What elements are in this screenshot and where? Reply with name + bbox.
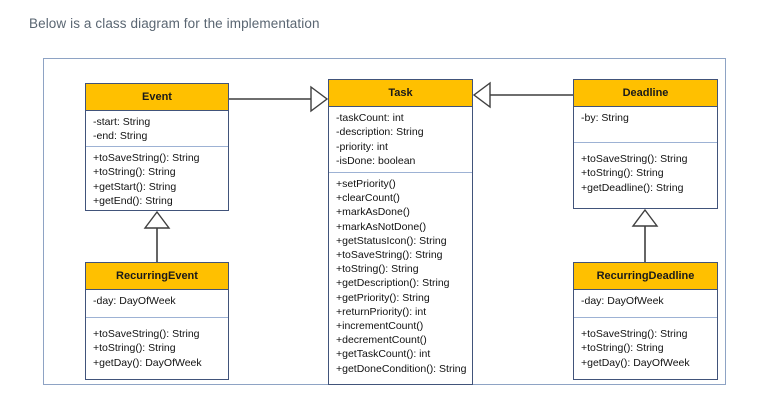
uml-member-row: -isDone: boolean xyxy=(336,154,416,167)
uml-member-row: +returnPriority(): int xyxy=(336,305,427,318)
uml-member-row: +toString(): String xyxy=(93,342,176,355)
uml-member-row: +getPriority(): String xyxy=(336,291,430,304)
uml-class-deadline[interactable]: Deadline -by: String +toSaveString(): St… xyxy=(573,79,718,209)
methods-recurringdeadline: +toSaveString(): String+toString(): Stri… xyxy=(574,318,717,374)
uml-member-row: +toString(): String xyxy=(581,167,664,180)
uml-member-row: +getStart(): String xyxy=(93,180,177,193)
uml-member-row: +toSaveString(): String xyxy=(93,152,200,165)
uml-member-row: +toSaveString(): String xyxy=(93,328,200,341)
uml-member-row: +setPriority() xyxy=(336,177,396,190)
attributes-task: -taskCount: int-description: String-prio… xyxy=(329,107,472,173)
uml-member-row: -by: String xyxy=(581,112,629,125)
class-name-task: Task xyxy=(329,80,472,108)
uml-member-row: +toSaveString(): String xyxy=(581,153,688,166)
uml-member-row: -priority: int xyxy=(336,140,388,153)
attributes-recurringdeadline: -day: DayOfWeek xyxy=(574,290,717,319)
uml-member-row: +toString(): String xyxy=(93,166,176,179)
uml-member-row: -start: String xyxy=(93,116,151,129)
uml-member-row: +getDoneCondition(): String xyxy=(336,362,467,375)
uml-member-row: +getEnd(): String xyxy=(93,194,173,207)
uml-member-row: -day: DayOfWeek xyxy=(93,295,176,308)
uml-member-row: +getDescription(): String xyxy=(336,277,450,290)
class-name-recurringevent: RecurringEvent xyxy=(86,263,228,291)
class-name-event: Event xyxy=(86,84,228,112)
uml-member-row: +markAsNotDone() xyxy=(336,220,427,233)
uml-member-row: -day: DayOfWeek xyxy=(581,295,664,308)
uml-class-recurringdeadline[interactable]: RecurringDeadline -day: DayOfWeek +toSav… xyxy=(573,262,718,380)
methods-event: +toSaveString(): String+toString(): Stri… xyxy=(86,147,228,212)
methods-task: +setPriority() +clearCount()+markAsDone()… xyxy=(329,173,472,380)
uml-class-event[interactable]: Event -start: String-end: String +toSave… xyxy=(85,83,229,211)
methods-deadline: +toSaveString(): String+toString(): Stri… xyxy=(574,143,717,199)
uml-member-row: -taskCount: int xyxy=(336,112,404,125)
uml-member-row: +getDay(): DayOfWeek xyxy=(93,356,202,369)
class-name-recurringdeadline: RecurringDeadline xyxy=(574,263,717,291)
uml-member-row: +getDeadline(): String xyxy=(581,181,684,194)
uml-member-row: -description: String xyxy=(336,126,424,139)
uml-class-task[interactable]: Task -taskCount: int-description: String… xyxy=(328,79,473,385)
uml-class-recurringevent[interactable]: RecurringEvent -day: DayOfWeek +toSaveSt… xyxy=(85,262,229,380)
uml-member-row: +decrementCount() xyxy=(336,334,427,347)
uml-member-row: +toString(): String xyxy=(581,342,664,355)
uml-member-row: -end: String xyxy=(93,130,148,143)
attributes-event: -start: String-end: String xyxy=(86,111,228,148)
uml-member-row: +markAsDone() xyxy=(336,206,410,219)
page-caption: Below is a class diagram for the impleme… xyxy=(29,16,320,31)
uml-member-row: +incrementCount() xyxy=(336,319,424,332)
class-name-deadline: Deadline xyxy=(574,80,717,108)
uml-member-row: +toSaveString(): String xyxy=(581,328,688,341)
uml-member-row: +getStatusIcon(): String xyxy=(336,234,447,247)
attributes-deadline: -by: String xyxy=(574,107,717,144)
uml-member-row: +clearCount() xyxy=(336,192,400,205)
uml-member-row: +toSaveString(): String xyxy=(336,248,443,261)
uml-member-row: +getDay(): DayOfWeek xyxy=(581,356,690,369)
attributes-recurringevent: -day: DayOfWeek xyxy=(86,290,228,319)
uml-member-row: +getTaskCount(): int xyxy=(336,348,431,361)
methods-recurringevent: +toSaveString(): String+toString(): Stri… xyxy=(86,318,228,374)
uml-member-row: +toString(): String xyxy=(336,263,419,276)
